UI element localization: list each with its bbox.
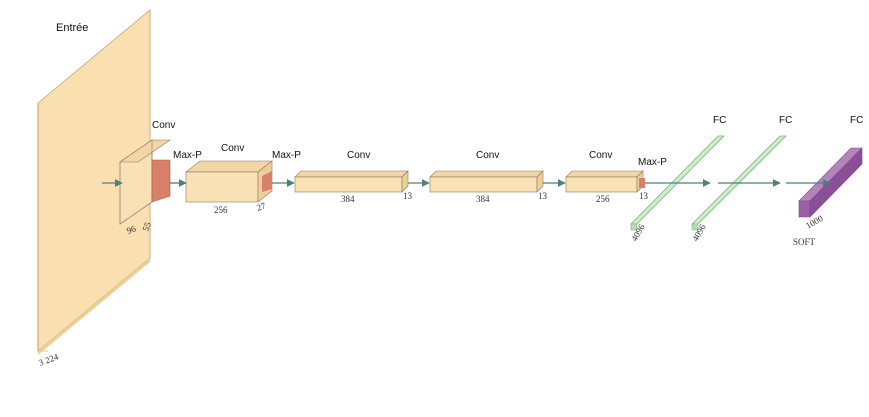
pool1-volume [151,159,171,203]
conv2-bottom-dim: 256 [214,205,228,215]
pool1-label: Max-P [173,150,202,161]
input-volume [37,9,151,355]
pool2-label: Max-P [272,150,301,161]
conv4-side-dim: 13 [538,191,548,201]
conv5-label: Conv [589,150,612,161]
conv4-bottom-dim: 384 [476,194,490,204]
fc2-volume [691,135,787,231]
conv2-volume [185,160,273,203]
softmax-label: SOFT [793,237,816,247]
conv5-bottom-dim: 256 [596,194,610,204]
input-label: Entrée [56,22,88,34]
conv5-volume [565,170,645,193]
conv3-label: Conv [347,150,370,161]
conv1-side-dim: 55 [140,220,153,232]
conv3-volume [294,170,409,193]
conv4-label: Conv [476,150,499,161]
conv2-side-dim: 27 [255,200,267,213]
conv1-bottom-dim: 96 [125,223,137,236]
fc3-volume [798,147,863,218]
conv5-side-dim: 13 [639,191,649,201]
conv3-side-dim: 13 [403,191,413,201]
conv2-label: Conv [221,143,244,154]
input-dims: 3 224 [37,351,60,367]
pool3-label: Max-P [638,157,667,168]
fc3-label: FC [850,115,863,126]
conv4-volume [429,170,544,193]
conv1-label: Conv [152,120,175,131]
conv3-bottom-dim: 384 [341,194,355,204]
fc1-volume [630,135,725,231]
fc1-label: FC [713,115,726,126]
fc2-label: FC [779,115,792,126]
